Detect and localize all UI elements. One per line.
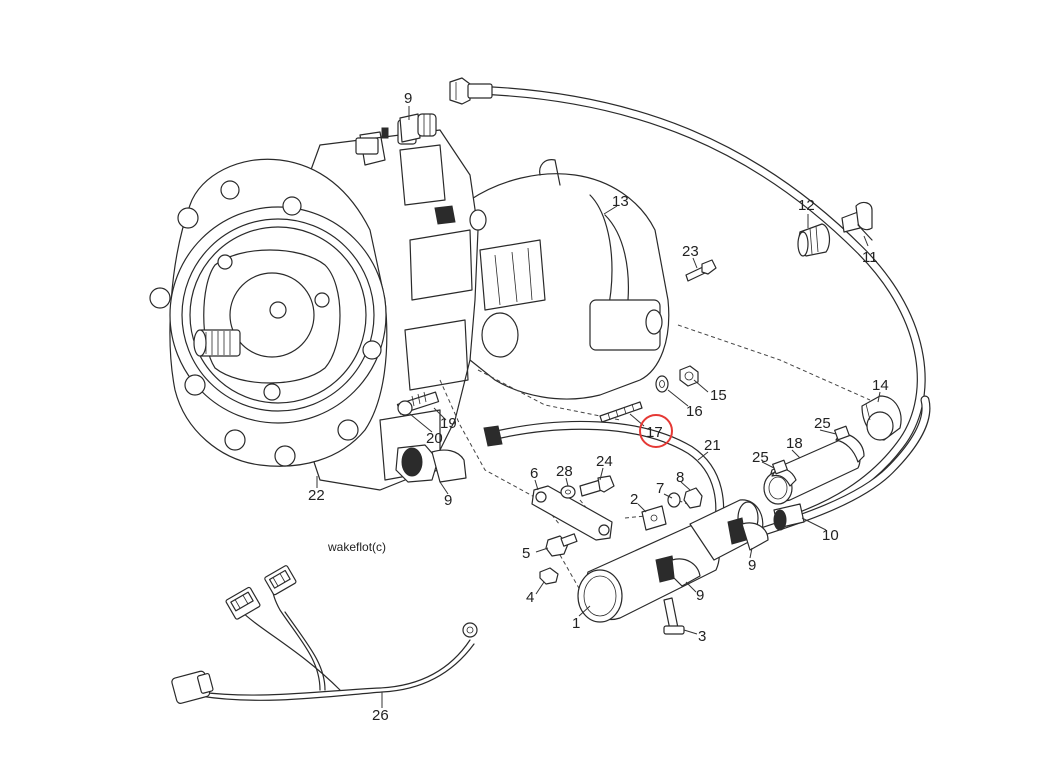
label-22: 22 bbox=[308, 487, 325, 504]
fitting-9-filter bbox=[655, 555, 701, 587]
label-28: 28 bbox=[556, 463, 573, 480]
washer-7-nut-8 bbox=[667, 487, 703, 509]
label-9-right: 9 bbox=[748, 557, 756, 574]
label-9-top: 9 bbox=[404, 90, 412, 107]
nut-4 bbox=[539, 567, 559, 585]
plate-2 bbox=[641, 505, 667, 531]
washer-28 bbox=[560, 485, 576, 499]
fitting-10 bbox=[773, 503, 805, 531]
hose-18 bbox=[763, 425, 865, 505]
plug-12 bbox=[797, 223, 831, 257]
label-16: 16 bbox=[686, 403, 703, 420]
fitting-9-top bbox=[399, 113, 437, 143]
label-2: 2 bbox=[630, 491, 638, 508]
label-9-left: 9 bbox=[444, 492, 452, 509]
fitting-9-left bbox=[395, 444, 467, 483]
stud-17 bbox=[599, 401, 643, 423]
bolt-24 bbox=[579, 475, 615, 497]
label-20: 20 bbox=[426, 430, 443, 447]
label-7: 7 bbox=[656, 480, 664, 497]
bracket-6 bbox=[531, 485, 613, 541]
wiring-harness bbox=[171, 565, 478, 704]
bolt-23 bbox=[685, 259, 717, 282]
label-3: 3 bbox=[698, 628, 706, 645]
label-11: 11 bbox=[862, 249, 878, 266]
filter-canister bbox=[577, 499, 764, 623]
drain-11 bbox=[841, 201, 873, 241]
bolt-5 bbox=[545, 533, 578, 557]
elbow-14 bbox=[861, 395, 902, 441]
label-25-top: 25 bbox=[814, 415, 831, 432]
nut-15-washer-16 bbox=[655, 365, 699, 393]
label-13: 13 bbox=[612, 193, 629, 210]
label-4: 4 bbox=[526, 589, 534, 606]
label-14: 14 bbox=[872, 377, 889, 394]
label-15: 15 bbox=[710, 387, 727, 404]
label-1: 1 bbox=[572, 615, 580, 632]
label-10: 10 bbox=[822, 527, 839, 544]
label-9-filter: 9 bbox=[696, 587, 704, 604]
label-26: 26 bbox=[372, 707, 389, 724]
highlight-ring bbox=[639, 414, 673, 448]
diagram-caption: wakeflot(c) bbox=[327, 540, 386, 554]
label-5: 5 bbox=[522, 545, 530, 562]
label-17: 17 bbox=[646, 424, 663, 441]
label-18: 18 bbox=[786, 435, 803, 452]
label-6: 6 bbox=[530, 465, 538, 482]
part-labels: 1 2 3 4 5 6 7 8 9 9 9 9 10 11 12 13 14 1… bbox=[308, 90, 889, 724]
label-25-left: 25 bbox=[752, 449, 769, 466]
fitting-9-right bbox=[727, 517, 769, 551]
label-24: 24 bbox=[596, 453, 613, 470]
label-12: 12 bbox=[798, 197, 815, 214]
transmission-housing bbox=[469, 159, 670, 400]
leader-lines bbox=[316, 106, 881, 708]
label-21: 21 bbox=[704, 437, 721, 454]
bolt-3 bbox=[663, 597, 685, 635]
label-8: 8 bbox=[676, 469, 684, 486]
label-19: 19 bbox=[440, 415, 457, 432]
label-23: 23 bbox=[682, 243, 699, 260]
stud-19-20 bbox=[396, 391, 440, 416]
